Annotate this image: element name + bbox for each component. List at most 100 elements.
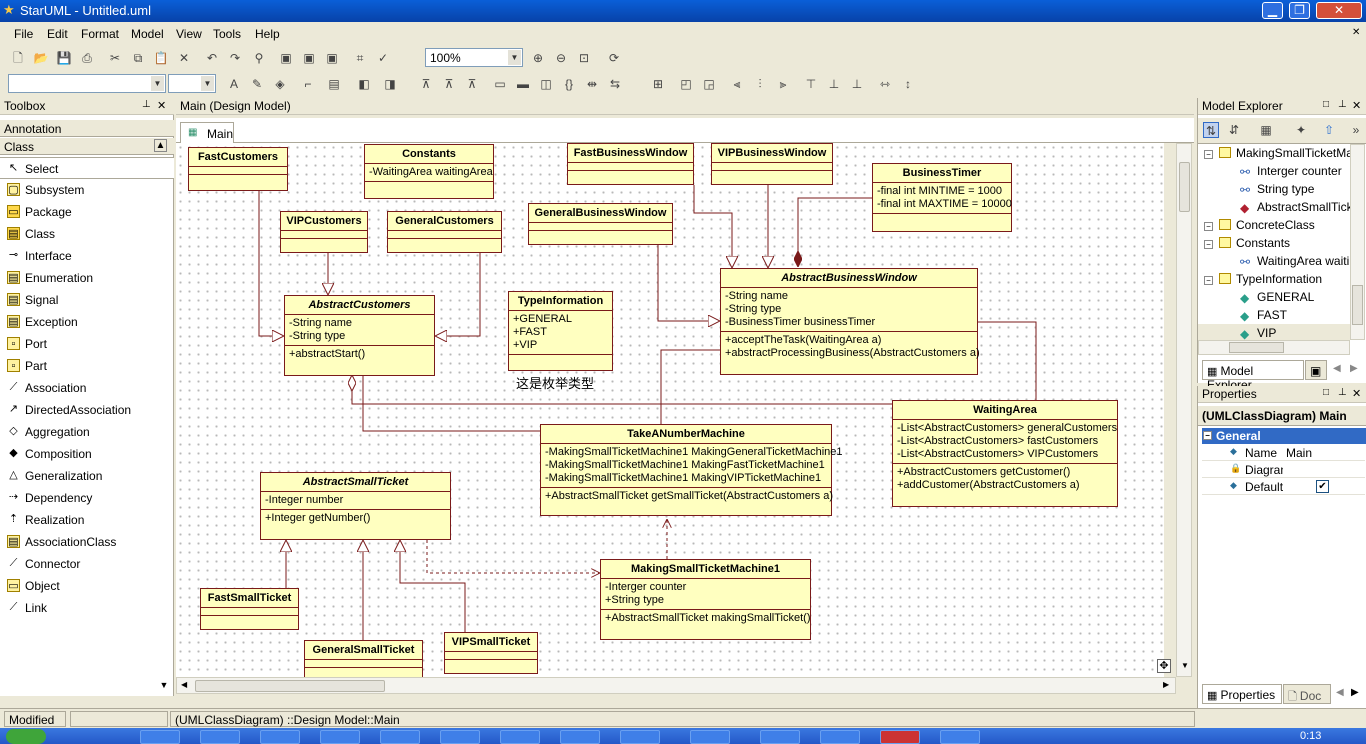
- tool-aggregation[interactable]: ◇Aggregation: [0, 421, 174, 443]
- pin-icon[interactable]: ⊥: [1338, 99, 1347, 110]
- class-vip-business-window[interactable]: VIPBusinessWindow: [711, 143, 833, 185]
- zoom-select[interactable]: 100% ▼: [425, 48, 523, 67]
- tool-dependency[interactable]: ⇢Dependency: [0, 487, 174, 509]
- align-top-icon[interactable]: ⊤: [805, 77, 817, 91]
- back-icon[interactable]: ◲: [703, 77, 715, 91]
- save-icon[interactable]: 💾: [56, 51, 72, 65]
- class-general-small-ticket[interactable]: GeneralSmallTicket: [304, 640, 423, 677]
- suppress-icon[interactable]: ◧: [358, 77, 370, 91]
- copy-icon[interactable]: ⧉: [133, 51, 143, 65]
- layer-icon-5[interactable]: ⇹: [586, 77, 598, 91]
- explorer-hscroll-thumb[interactable]: [1229, 342, 1284, 353]
- class-waiting-area[interactable]: WaitingArea-List<AbstractCustomers> gene…: [892, 400, 1118, 507]
- menu-file[interactable]: File: [14, 27, 34, 41]
- tree-item[interactable]: ⚯WaitingArea waitir: [1198, 252, 1350, 270]
- close-icon[interactable]: ✕: [1352, 100, 1362, 112]
- minimize-button[interactable]: ▁: [1262, 2, 1283, 19]
- menu-close-icon[interactable]: ✕: [1352, 27, 1361, 38]
- explorer-hscroll[interactable]: [1198, 340, 1350, 355]
- align-icon-1[interactable]: ⊼: [421, 77, 431, 91]
- class-vip-small-ticket[interactable]: VIPSmallTicket: [444, 632, 538, 674]
- layer-icon-2[interactable]: ▬: [517, 77, 529, 91]
- tool-class[interactable]: ▤Class: [0, 223, 174, 245]
- scroll-down-icon[interactable]: ▼: [1181, 661, 1189, 670]
- cut-icon[interactable]: ✂: [109, 51, 121, 65]
- maximize-icon[interactable]: □: [1323, 99, 1330, 110]
- sort-icon[interactable]: ⇅: [1203, 122, 1219, 138]
- close-button[interactable]: ✕: [1316, 2, 1362, 19]
- tab-main[interactable]: ▦ Main: [180, 122, 234, 143]
- menu-tools[interactable]: Tools: [213, 27, 242, 41]
- font-name-select[interactable]: ▼: [8, 74, 166, 93]
- collapse-icon[interactable]: ▲: [154, 139, 167, 152]
- model-icon-2[interactable]: ▣: [303, 51, 315, 65]
- collapse-icon[interactable]: −: [1204, 276, 1213, 285]
- tab-diagram-explorer[interactable]: ▣: [1305, 360, 1327, 380]
- taskbar-app-1[interactable]: [140, 730, 180, 744]
- taskbar-app-10[interactable]: [690, 730, 730, 744]
- tab-next-icon[interactable]: ▶: [1351, 687, 1359, 698]
- tool-part[interactable]: ▫Part: [0, 355, 174, 377]
- align-right-icon[interactable]: ⫸: [779, 77, 787, 91]
- tool-link[interactable]: ⟋Link: [0, 597, 174, 619]
- tool-enumeration[interactable]: ▤Enumeration: [0, 267, 174, 289]
- tool-select[interactable]: ↖Select: [0, 157, 174, 179]
- tool-object[interactable]: ▭Object: [0, 575, 174, 597]
- vscroll-thumb[interactable]: [1179, 162, 1190, 212]
- class-abstract-customers[interactable]: AbstractCustomers-String name-String typ…: [284, 295, 435, 376]
- zoom-out-icon[interactable]: ⊖: [555, 51, 567, 65]
- layer-icon-6[interactable]: ⇆: [609, 77, 621, 91]
- refresh-icon[interactable]: ⟳: [608, 51, 620, 65]
- taskbar-app-4[interactable]: [320, 730, 360, 744]
- tree-item[interactable]: ◆VIP: [1198, 324, 1350, 340]
- maximize-button[interactable]: ❐: [1289, 2, 1310, 19]
- tool-association[interactable]: ⟋Association: [0, 377, 174, 399]
- model-icon-3[interactable]: ▣: [326, 51, 338, 65]
- filter-icon[interactable]: ▦: [1260, 123, 1272, 137]
- open-folder-icon[interactable]: 📂: [33, 51, 49, 65]
- stereotype-icon[interactable]: ▤: [328, 77, 340, 91]
- wand-icon[interactable]: ✦: [1295, 123, 1307, 137]
- explorer-vscroll-thumb[interactable]: [1352, 285, 1363, 325]
- tree-item[interactable]: ◆FAST: [1198, 306, 1350, 324]
- layer-icon-4[interactable]: {}: [564, 77, 573, 91]
- fill-color-icon[interactable]: ◈: [275, 77, 285, 91]
- class-fast-small-ticket[interactable]: FastSmallTicket: [200, 588, 299, 630]
- tree-item[interactable]: ⚯String type: [1198, 180, 1350, 198]
- zoom-fit-icon[interactable]: ⊡: [578, 51, 590, 65]
- model-icon-1[interactable]: ▣: [280, 51, 292, 65]
- class-making-small-ticket-machine1[interactable]: MakingSmallTicketMachine1-Interger count…: [600, 559, 811, 640]
- class-type-information[interactable]: TypeInformation+GENERAL+FAST+VIP: [508, 291, 613, 371]
- collapse-icon[interactable]: −: [1204, 240, 1213, 249]
- menu-model[interactable]: Model: [131, 27, 164, 41]
- undo-icon[interactable]: ↶: [206, 51, 218, 65]
- tree-item[interactable]: −Constants: [1198, 234, 1350, 252]
- class-constants[interactable]: Constants-WaitingArea waitingArea: [364, 144, 494, 199]
- class-general-customers[interactable]: GeneralCustomers: [387, 211, 502, 253]
- align-center-icon[interactable]: ⫶: [758, 77, 762, 91]
- tree-item[interactable]: ◆AbstractSmallTicke: [1198, 198, 1350, 216]
- tool-connector[interactable]: ⟋Connector: [0, 553, 174, 575]
- class-abstract-business-window[interactable]: AbstractBusinessWindow-String name-Strin…: [720, 268, 980, 375]
- tree-item[interactable]: −MakingSmallTicketMac: [1198, 144, 1350, 162]
- toolbox-section-class[interactable]: Class ▲: [0, 138, 174, 155]
- class-fast-customers[interactable]: FastCustomers: [188, 147, 288, 191]
- space-v-icon[interactable]: ↕: [905, 77, 911, 91]
- menu-help[interactable]: Help: [255, 27, 280, 41]
- chevron-down-icon[interactable]: ▼: [151, 76, 164, 91]
- attributes-icon[interactable]: ◨: [384, 77, 396, 91]
- class-vip-customers[interactable]: VIPCustomers: [280, 211, 368, 253]
- up-icon[interactable]: ⇧: [1323, 123, 1335, 137]
- align-left-icon[interactable]: ⫷: [733, 77, 741, 91]
- class-abstract-small-ticket[interactable]: AbstractSmallTicket-Integer number+Integ…: [260, 472, 451, 540]
- menu-edit[interactable]: Edit: [47, 27, 68, 41]
- taskbar-app-9[interactable]: [620, 730, 660, 744]
- canvas-vscroll[interactable]: ▼: [1176, 143, 1192, 677]
- maximize-icon[interactable]: □: [1323, 387, 1330, 398]
- align-middle-icon[interactable]: ⊥: [828, 77, 840, 91]
- scroll-down-icon[interactable]: ▼: [159, 680, 169, 690]
- layer-icon-3[interactable]: ◫: [540, 77, 552, 91]
- taskbar-app-6[interactable]: [440, 730, 480, 744]
- layer-icon-1[interactable]: ▭: [494, 77, 506, 91]
